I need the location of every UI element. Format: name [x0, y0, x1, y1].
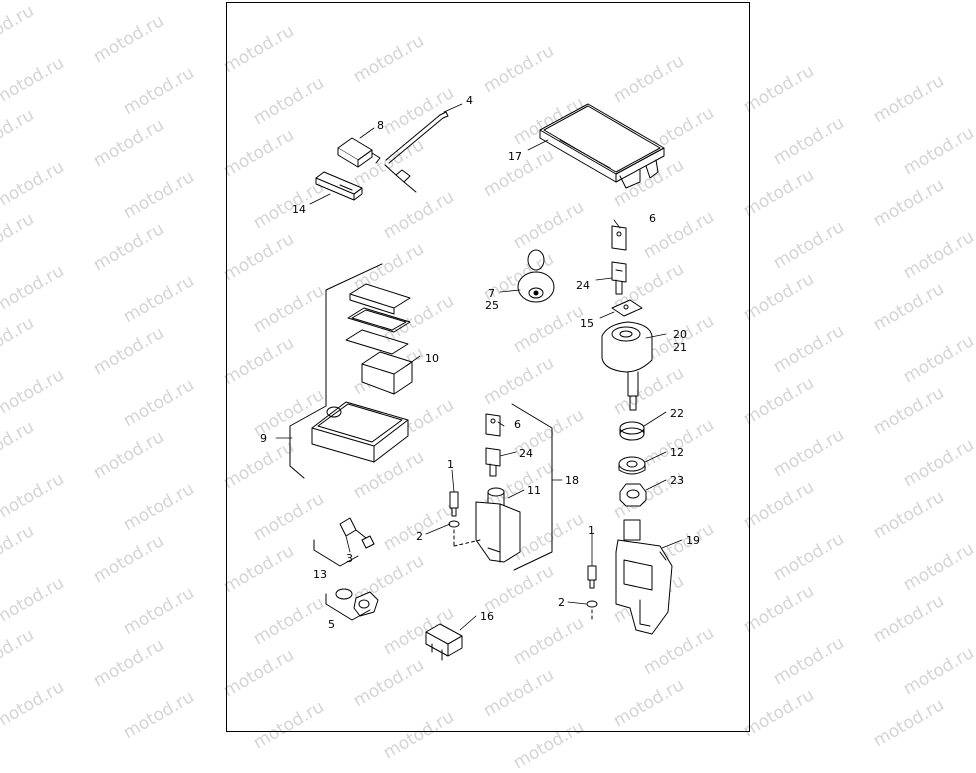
part-switch-body	[615, 519, 673, 635]
part-bolt-left	[448, 491, 481, 547]
callout-18: 18	[565, 474, 579, 487]
bracket-18	[511, 403, 553, 571]
callout-16: 16	[480, 610, 494, 623]
part-fuse-box	[311, 283, 413, 463]
part-key-upper	[611, 261, 627, 295]
part-sensor	[339, 517, 375, 549]
callout-6-upper: 6	[649, 212, 656, 225]
callout-6-lower: 6	[514, 418, 521, 431]
callout-21: 21	[673, 341, 687, 354]
callout-11: 11	[527, 484, 541, 497]
part-key-tag-lower	[485, 413, 501, 437]
part-control-module	[539, 103, 665, 189]
part-plate	[611, 299, 643, 317]
callout-24-upper: 24	[576, 279, 590, 292]
callout-7: 7	[488, 287, 495, 300]
callout-2-left: 2	[416, 530, 423, 543]
bracket-5	[325, 593, 371, 621]
callout-2-right: 2	[558, 596, 565, 609]
part-ignition-switch	[475, 487, 521, 563]
leader-lines	[275, 103, 683, 631]
callout-8: 8	[377, 119, 384, 132]
callout-10: 10	[425, 352, 439, 365]
part-key-tag-upper	[611, 225, 627, 251]
part-connector-bar	[315, 171, 363, 201]
exploded-parts-diagram: 1 1 2 2 3 4 5 6 6 7 8 9 10 11 12 13 14 1…	[260, 94, 700, 661]
callout-12: 12	[670, 446, 684, 459]
callout-5: 5	[328, 618, 335, 631]
callout-22: 22	[670, 407, 684, 420]
part-castle-nut	[619, 483, 647, 507]
callout-15: 15	[580, 317, 594, 330]
part-key-fob	[517, 249, 555, 303]
callout-9: 9	[260, 432, 267, 445]
callout-20: 20	[673, 328, 687, 341]
callout-1-upper: 1	[447, 458, 454, 471]
callout-24-lower: 24	[519, 447, 533, 460]
part-ring	[619, 421, 645, 441]
part-connector	[425, 623, 463, 661]
bracket-13	[313, 539, 359, 567]
bracket-9	[289, 263, 383, 479]
callout-4: 4	[466, 94, 473, 107]
callout-1-right: 1	[588, 524, 595, 537]
callout-13: 13	[313, 568, 327, 581]
part-nut	[618, 456, 646, 475]
callout-25: 25	[485, 299, 499, 312]
callout-19: 19	[686, 534, 700, 547]
callout-14: 14	[292, 203, 306, 216]
part-key-lower	[485, 447, 501, 477]
part-switch-block	[337, 137, 417, 193]
callout-23: 23	[670, 474, 684, 487]
part-plug	[335, 588, 379, 617]
callout-17: 17	[508, 150, 522, 163]
part-rod	[385, 111, 449, 164]
part-ignition-housing	[601, 321, 653, 411]
part-bolt-right	[586, 565, 598, 623]
callout-labels: 1 1 2 2 3 4 5 6 6 7 8 9 10 11 12 13 14 1…	[260, 94, 700, 631]
callout-3: 3	[346, 552, 353, 565]
